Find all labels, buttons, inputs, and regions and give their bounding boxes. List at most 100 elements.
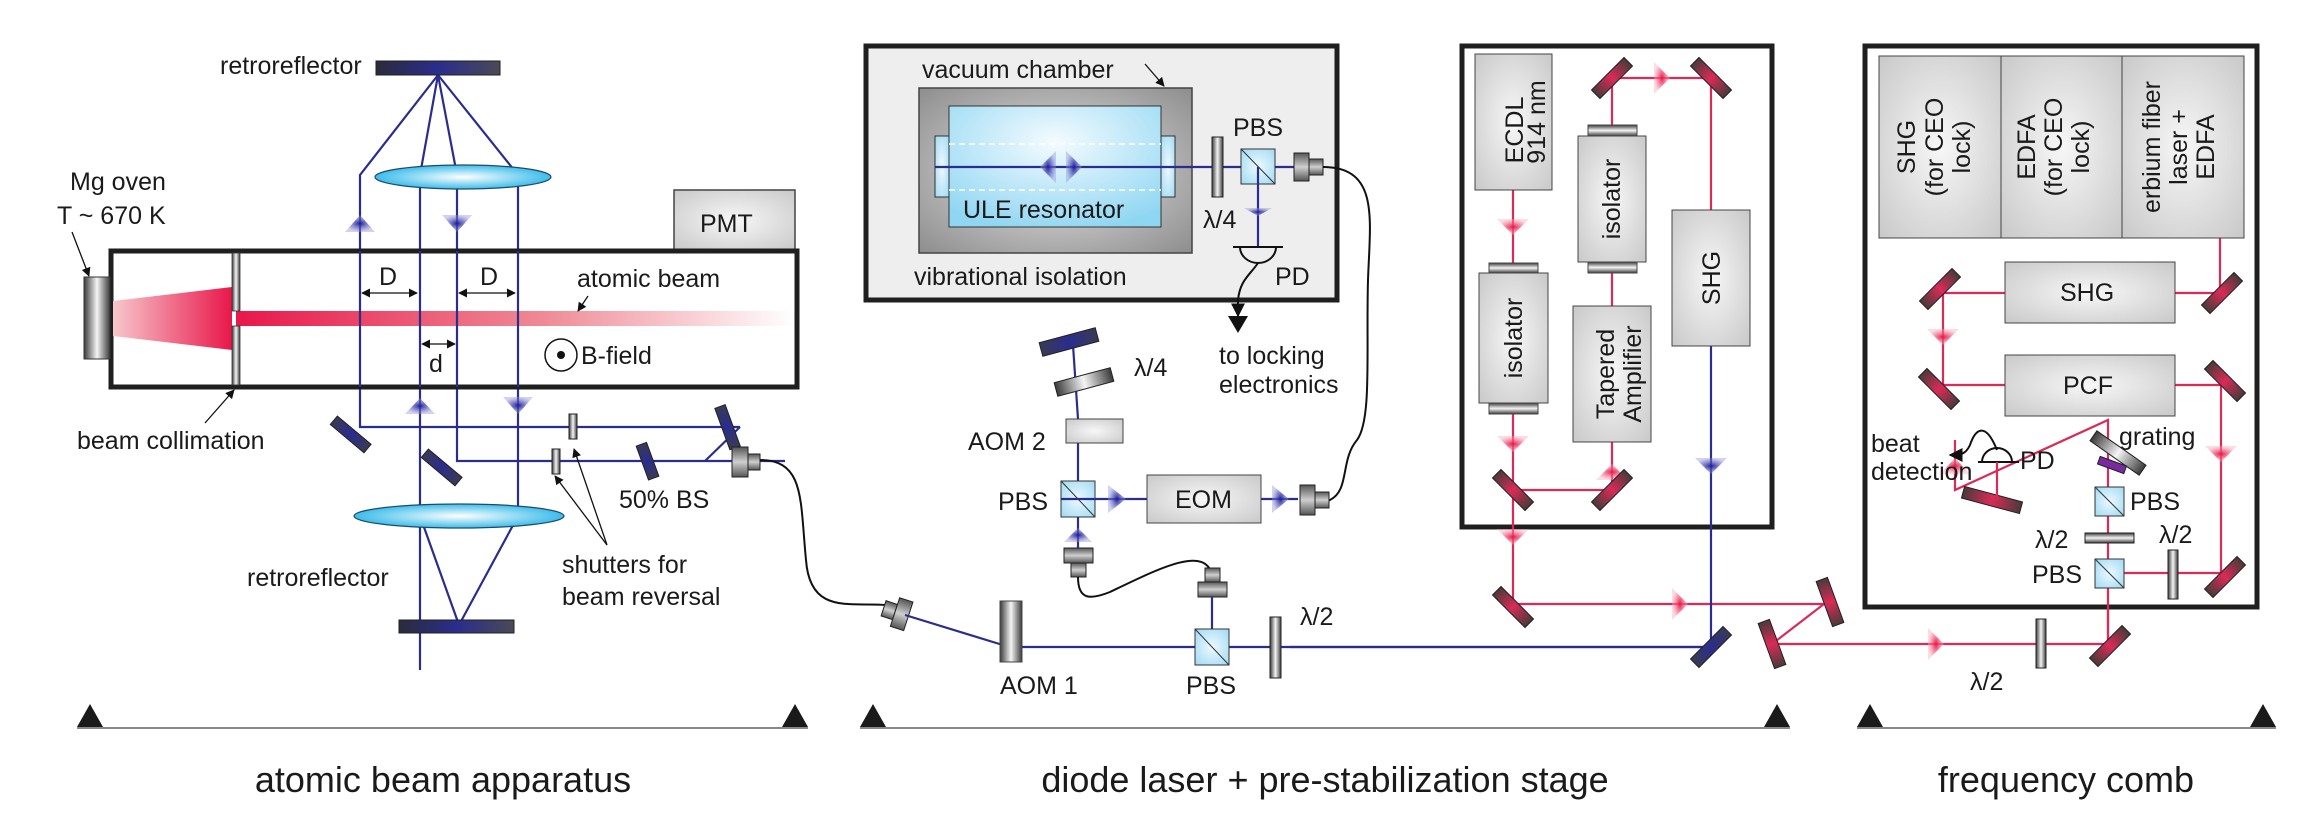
grating	[2089, 430, 2147, 476]
mirror	[2200, 271, 2244, 315]
mirror	[1960, 485, 2024, 515]
bfield-dot	[557, 351, 565, 359]
blk2-line3: lock)	[2067, 121, 2095, 174]
qwp-mid-label: λ/4	[1134, 354, 1167, 382]
beam-arrow-down-icon	[2205, 446, 2237, 462]
collimation-plate-top	[231, 252, 241, 312]
atomic-beam-label: atomic beam	[577, 265, 720, 293]
ta-label-1: Tapered	[1592, 329, 1620, 419]
comb-pd-label: PD	[2020, 447, 2055, 475]
collimation-plate-bottom	[231, 325, 241, 386]
mirror	[1918, 267, 1962, 311]
edfa-ceo-block	[2000, 55, 2123, 239]
beam-arrow-left-icon	[1040, 151, 1056, 183]
tapered-amplifier	[1572, 305, 1652, 443]
ta-label-2: Amplifier	[1619, 325, 1647, 422]
grating-label: grating	[2119, 423, 2195, 451]
section-label-comb: frequency comb	[1938, 759, 2194, 800]
label-D2: D	[480, 263, 498, 291]
section-label-diode: diode laser + pre-stabilization stage	[1041, 759, 1608, 800]
beam-arrow-right-icon	[1672, 588, 1688, 620]
shutter-pointer	[572, 448, 608, 546]
mirror	[1815, 576, 1845, 628]
shutters-label-2: beam reversal	[562, 583, 720, 611]
blk2-line1: EDFA	[2013, 114, 2041, 180]
dichroic-mirror	[1689, 625, 1733, 669]
comb-pbs-up-label: PBS	[2130, 488, 2180, 516]
grating-surface	[2096, 455, 2128, 475]
vacuum-pointer	[1144, 63, 1165, 87]
mirror	[1590, 56, 1634, 100]
blk2-line2: (for CEO	[2040, 98, 2068, 197]
fiber-coupler	[1063, 547, 1094, 578]
section-marker-icon	[782, 704, 808, 727]
isolator-cap	[1587, 124, 1638, 137]
retroreflector-bottom	[398, 619, 515, 634]
beam-splitter	[635, 441, 660, 481]
frequency-comb: SHG (for CEO lock) EDFA (for CEO lock) e…	[1862, 43, 2260, 696]
mirror	[1689, 56, 1733, 100]
beat-signal-wire	[1948, 429, 1998, 463]
lens-top	[374, 164, 552, 190]
mirror	[1491, 585, 1535, 629]
oven-pointer	[71, 231, 91, 277]
lens-bottom	[353, 503, 565, 529]
pbs-diagonal	[1194, 628, 1230, 666]
qwp-top-label: λ/4	[1203, 206, 1236, 234]
beam-arrow-right-icon	[1928, 628, 1944, 660]
eom-label: EOM	[1175, 486, 1232, 514]
optical-fiber	[1077, 559, 1213, 598]
comb-hwp-ext-label: λ/2	[1970, 668, 2003, 696]
mirror	[329, 415, 372, 454]
fiber-coupler	[1299, 484, 1330, 516]
section-marker-icon	[860, 704, 886, 727]
ecdl-laser	[1474, 53, 1553, 191]
beam-arrow-right-icon	[1272, 485, 1289, 513]
section-marker-icon	[1857, 704, 1883, 727]
atomic-beam-apparatus: PMT D D d B-field atomic beam Mg oven	[57, 52, 800, 670]
mirror	[2203, 359, 2247, 403]
comb-hwp-right-label: λ/2	[2159, 521, 2192, 549]
uv-beams-in-tube	[358, 251, 520, 387]
retroreflector-top-label: retroreflector	[220, 52, 362, 80]
beam-arrow-right-icon	[1654, 62, 1670, 94]
aom2	[1065, 418, 1124, 444]
beam-arrow-up-icon	[1940, 458, 1970, 474]
pbs-diagonal	[1240, 148, 1276, 185]
ecdl-label-1: ECDL	[1501, 97, 1529, 164]
aom2-label: AOM 2	[968, 428, 1046, 456]
vib-isolation-label: vibrational isolation	[914, 263, 1127, 291]
mirror	[1590, 468, 1634, 512]
beam-arrow-down-icon	[442, 215, 472, 232]
beam-arrow-down-icon	[1244, 208, 1272, 216]
blk1-line2: (for CEO	[1921, 98, 1949, 197]
blk3-line1: erbium fiber	[2138, 81, 2166, 213]
pbs-low-label: PBS	[1186, 672, 1236, 700]
mirror	[1491, 468, 1535, 512]
blk1-line1: SHG	[1893, 120, 1921, 174]
blk1-line3: lock)	[1948, 121, 1976, 174]
beam-arrow-down-icon	[1497, 436, 1529, 452]
beam-arrow-up-icon	[345, 215, 375, 232]
pbs-top-label: PBS	[1233, 114, 1283, 142]
locking-label-2: electronics	[1219, 371, 1339, 399]
mirror	[2203, 555, 2247, 599]
shg-label: SHG	[1698, 251, 1726, 305]
section-marker-icon	[2250, 704, 2276, 727]
pcf	[2004, 354, 2176, 417]
atomic-beam	[236, 311, 794, 326]
pbs-mid-label: PBS	[998, 488, 1048, 516]
atomic-beam-cone	[113, 287, 232, 350]
section-markers: atomic beam apparatus diode laser + pre-…	[77, 704, 2276, 800]
beam-arrow-up-icon	[1064, 528, 1092, 542]
diode-laser-stage: ULE resonator vacuum chamber vibrational…	[863, 43, 2110, 700]
beam-arrow-down-icon	[1695, 458, 1727, 474]
bfield-out-of-plane-icon	[544, 338, 578, 372]
comb-shg-label: SHG	[2060, 279, 2114, 307]
pcf-label: PCF	[2063, 372, 2113, 400]
beam-arrow-up-icon	[405, 398, 435, 414]
half-wave-plate	[2167, 549, 2179, 600]
shutter	[568, 413, 578, 440]
comb-pbs-low-label: PBS	[2032, 561, 2082, 589]
